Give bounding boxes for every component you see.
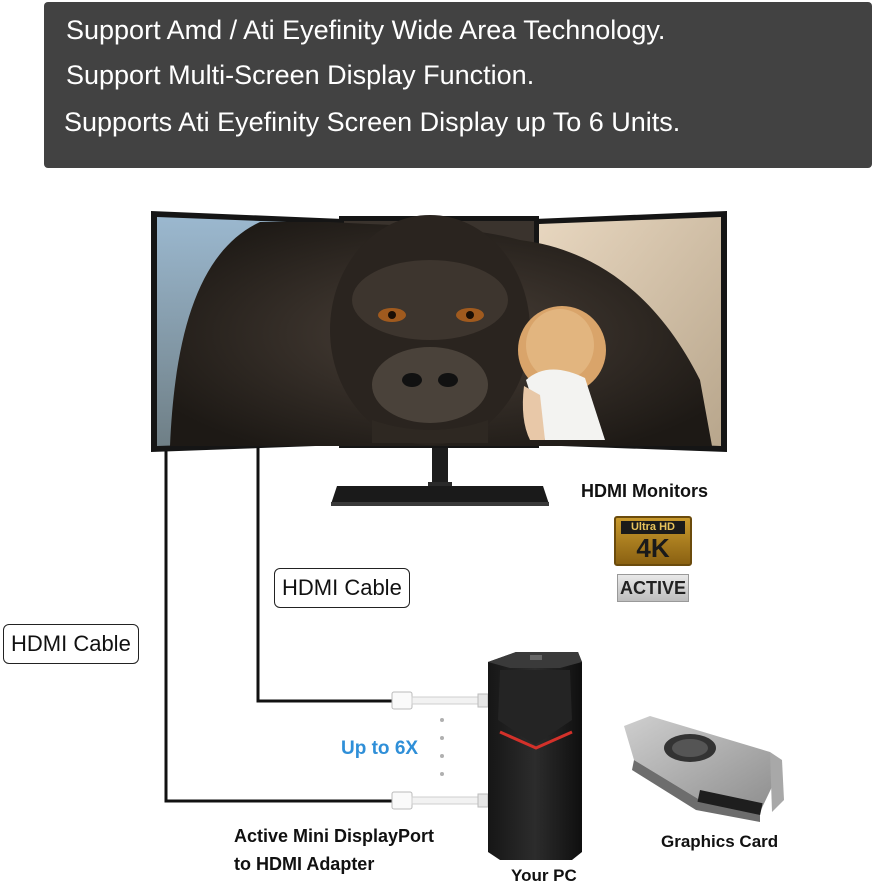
ultra-hd-text: Ultra HD (621, 521, 685, 534)
adapter-label-line-1: Active Mini DisplayPort (234, 826, 435, 846)
hdmi-cables (164, 447, 392, 803)
graphics-card-label: Graphics Card (661, 832, 779, 851)
up-to-6x-label: Up to 6X (341, 738, 419, 759)
adapter-label-line-2: to HDMI Adapter (234, 854, 375, 874)
adapter-lower (391, 791, 489, 810)
graphics-card-image (624, 716, 784, 822)
hdmi-cable-label-left: HDMI Cable (3, 624, 139, 664)
active-badge: ACTIVE (617, 574, 689, 602)
banner-line-2: Support Multi-Screen Display Function. (66, 60, 535, 90)
banner-line-3: Supports Ati Eyefinity Screen Display up… (64, 107, 681, 137)
your-pc-label: Your PC (511, 866, 577, 885)
adapter-label: Active Mini DisplayPort to HDMI Adapter (234, 822, 434, 878)
hdmi-monitors-label: HDMI Monitors (581, 481, 708, 501)
banner-line-1: Support Amd / Ati Eyefinity Wide Area Te… (66, 15, 666, 45)
k4-text: 4K (636, 533, 670, 563)
feature-banner: Support Amd / Ati Eyefinity Wide Area Te… (44, 2, 872, 168)
adapter-dots (440, 718, 444, 776)
pc-tower (488, 652, 582, 860)
ultra-hd-4k-badge: Ultra HD 4K (614, 516, 692, 566)
child-image (518, 306, 606, 440)
monitor-stand (331, 448, 549, 506)
adapter-upper (391, 691, 489, 710)
hdmi-cable-label-upper: HDMI Cable (274, 568, 410, 608)
